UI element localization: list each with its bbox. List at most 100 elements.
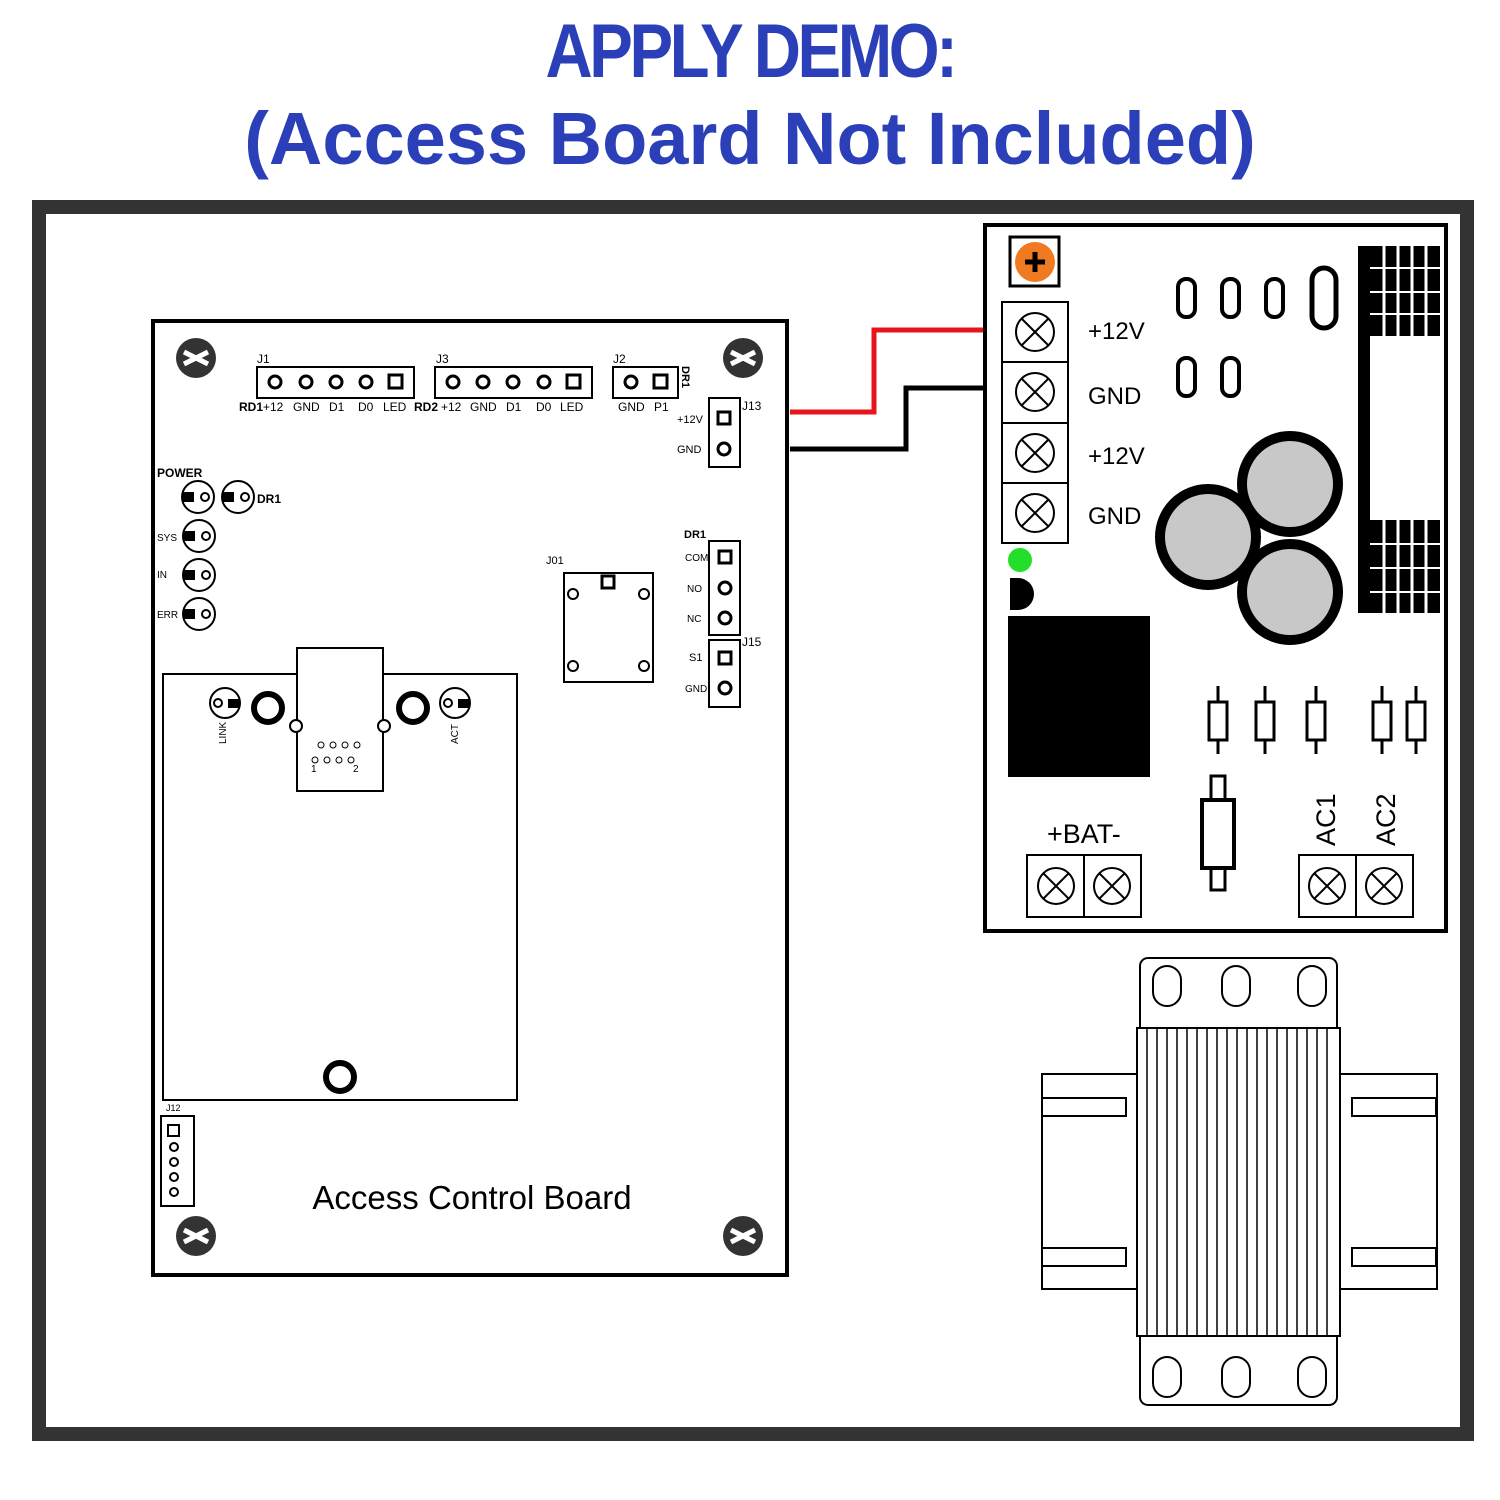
j3-pin	[445, 374, 461, 390]
j2-label: J2	[613, 352, 626, 366]
resistor-icon	[1305, 686, 1327, 754]
terminal-label: +12V	[1088, 318, 1145, 345]
j13-pin-label: GND	[677, 444, 702, 456]
j1-pin-square	[387, 373, 404, 390]
terminal-screw-icon	[1365, 867, 1403, 905]
j1-pin	[298, 374, 314, 390]
j15-pin-label: GND	[685, 684, 707, 695]
terminal-label: GND	[1088, 503, 1141, 530]
ac-label: AC1	[1311, 793, 1341, 846]
in-led-label: IN	[157, 570, 167, 581]
power-led-label: POWER	[157, 466, 203, 480]
control-ic	[1008, 616, 1150, 777]
relay-pin-label: NC	[687, 614, 701, 625]
terminal-screw-icon	[1015, 372, 1055, 412]
j15-pin-label: S1	[689, 652, 702, 664]
capacitor-icon	[1237, 431, 1343, 537]
j1-pin-label: LED	[383, 400, 407, 414]
capacitor-icon	[1237, 539, 1343, 645]
sys-led-label: SYS	[157, 533, 177, 544]
j2-pin-label: GND	[618, 400, 645, 414]
j1-pin-label: RD1	[239, 400, 263, 414]
j13-pin	[716, 441, 732, 457]
relay-pin-label: COM	[685, 553, 708, 564]
relay-label: DR1	[684, 529, 706, 541]
j13-pin-square	[716, 410, 732, 426]
terminal-screw-icon	[1015, 433, 1055, 473]
j12-label: J12	[166, 1103, 181, 1113]
ethernet-port	[296, 647, 384, 792]
j01-label: J01	[546, 555, 564, 567]
resistor-icon	[1207, 686, 1229, 754]
j3-pin-label: RD2	[414, 400, 438, 414]
heatsink	[1358, 246, 1440, 613]
resistor-icon	[1371, 686, 1393, 754]
j3-pin-label: GND	[470, 400, 497, 414]
j1-pin	[328, 374, 344, 390]
j3-pin	[536, 374, 552, 390]
j1-pin-label: +12	[263, 400, 284, 414]
in-led-icon	[182, 558, 216, 592]
act-led-label: ACT	[450, 724, 461, 744]
err-led-label: ERR	[157, 610, 178, 621]
status-led-icon	[1008, 548, 1032, 572]
j01-relay	[563, 572, 654, 683]
terminal-label: GND	[1088, 383, 1141, 410]
j13-pin-label: +12V	[677, 414, 704, 426]
j1-pin-label: GND	[293, 400, 320, 414]
mounting-screw-icon	[176, 338, 216, 378]
err-led-icon	[182, 597, 216, 631]
j2-side-label: DR1	[679, 366, 691, 388]
terminal-screw-icon	[1037, 867, 1075, 905]
mounting-hole-icon	[323, 1060, 357, 1094]
adjust-potentiometer-icon	[1015, 242, 1055, 282]
wire-ground	[790, 385, 1002, 452]
dr1-led-icon	[221, 480, 255, 514]
sys-led-icon	[182, 519, 216, 553]
j3-pin	[505, 374, 521, 390]
power-supply-module: +12V GND +12V GND	[983, 223, 1448, 933]
wire-positive	[790, 327, 1002, 415]
j3-pin-label: +12	[441, 400, 462, 414]
j2-pin	[623, 374, 639, 390]
capacitor-icon	[1155, 484, 1261, 590]
act-led-icon	[439, 687, 471, 719]
j3-pin-label: D0	[536, 400, 552, 414]
diode-icon	[1200, 774, 1236, 892]
j3-pin-label: LED	[560, 400, 584, 414]
j1-pin-label: D0	[358, 400, 374, 414]
j13-label: J13	[742, 399, 762, 413]
j2-pin-square	[652, 373, 669, 390]
mounting-screw-icon	[723, 1216, 763, 1256]
transformer	[1041, 957, 1438, 1406]
mounting-hole-icon	[251, 691, 285, 725]
power-led-icon	[181, 480, 215, 514]
ac-label: AC2	[1371, 793, 1401, 846]
resistor-icon	[1254, 686, 1276, 754]
j2-pin-label: P1	[654, 400, 669, 414]
terminal-label: +12V	[1088, 443, 1145, 470]
j3-pin-square	[565, 373, 582, 390]
terminal-screw-icon	[1308, 867, 1346, 905]
ethernet-pin2-label: 2	[353, 764, 359, 775]
relay-pin-label: NO	[687, 584, 702, 595]
j1-pin	[358, 374, 374, 390]
board-name-label: Access Control Board	[312, 1179, 631, 1216]
j15-label: J15	[742, 635, 762, 649]
j13-connector	[708, 397, 741, 468]
j15-connector	[708, 639, 741, 708]
j1-pin-label: D1	[329, 400, 345, 414]
link-led-icon	[209, 687, 241, 719]
resistor-icon	[1405, 686, 1427, 754]
access-control-board: J1 RD1 +12 GND D1 D0 LED J3 RD2 +12 GND …	[151, 319, 789, 1277]
terminal-screw-icon	[1093, 867, 1131, 905]
j1-label: J1	[257, 352, 270, 366]
mounting-hole-icon	[396, 691, 430, 725]
terminal-screw-icon	[1015, 493, 1055, 533]
mounting-screw-icon	[723, 338, 763, 378]
j1-pin	[267, 374, 283, 390]
dr1-led-label: DR1	[257, 492, 281, 506]
transistor-icon	[1010, 578, 1034, 610]
j3-pin-label: D1	[506, 400, 522, 414]
